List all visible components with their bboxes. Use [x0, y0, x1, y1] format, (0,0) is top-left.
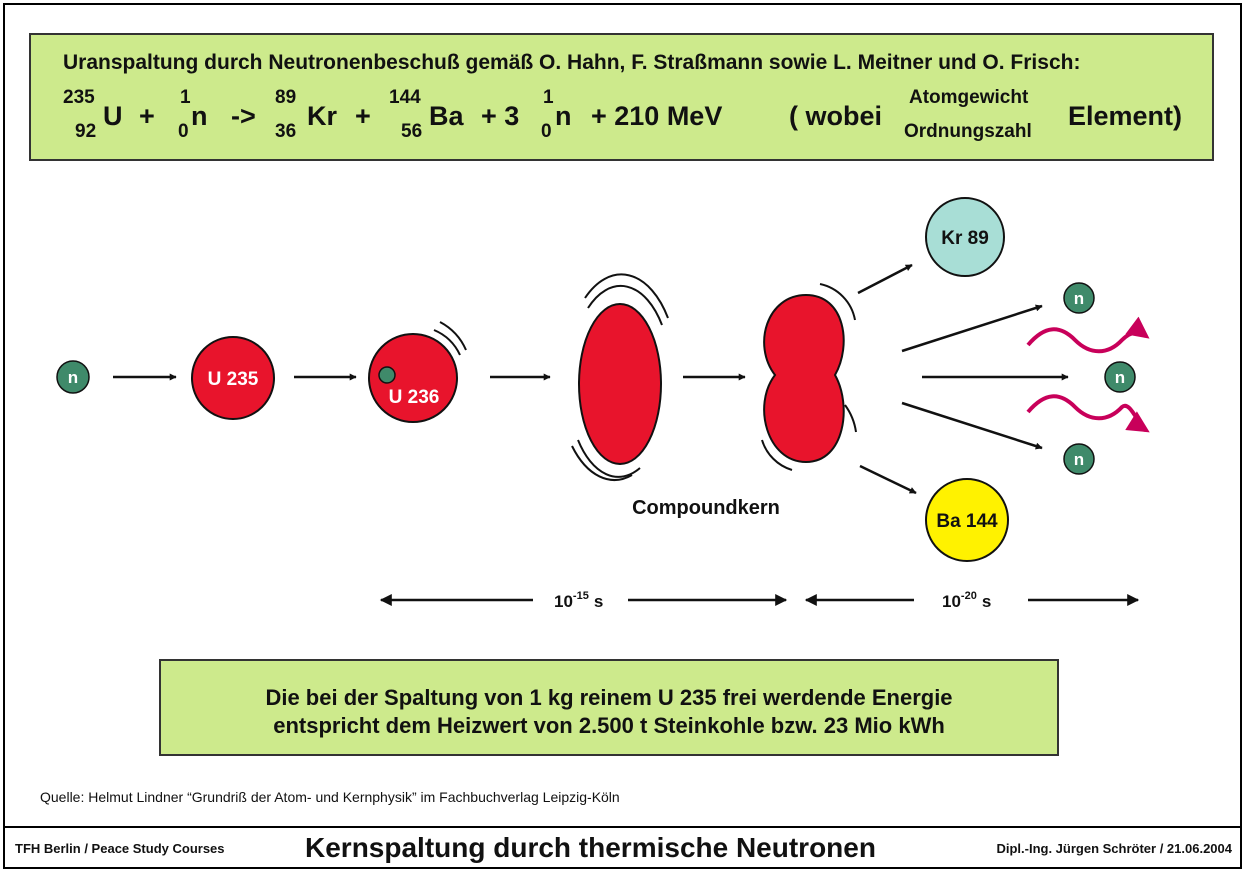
vibration-line — [433, 329, 461, 356]
barium-fragment: Ba 144 — [925, 478, 1009, 562]
krypton-label: Kr 89 — [941, 228, 989, 249]
header-box: Uranspaltung durch Neutronenbeschuß gemä… — [29, 33, 1214, 161]
kr-mass-number: 89 — [275, 87, 297, 108]
energy-info-box: Die bei der Spaltung von 1 kg reinem U 2… — [159, 659, 1059, 756]
emitted-neutron: n — [1104, 361, 1136, 393]
deformed-nucleus — [761, 283, 857, 471]
neutron-label: n — [1115, 368, 1125, 387]
energy-info-line-1: Die bei der Spaltung von 1 kg reinem U 2… — [265, 685, 953, 710]
legend-open: ( wobei — [789, 101, 882, 131]
compound-label: Compoundkern — [632, 497, 780, 519]
n-mass-number: 1 — [180, 87, 191, 108]
u236-label: U 236 — [389, 387, 440, 408]
energy-wave-icon — [1026, 394, 1150, 433]
footer: TFH Berlin / Peace Study Courses Kernspa… — [3, 826, 1242, 869]
compound-nucleus — [571, 273, 669, 481]
vibration-line — [577, 439, 641, 478]
u-symbol: U — [103, 101, 123, 131]
n-atomic-number: 0 — [178, 121, 189, 142]
plus-sign: + — [139, 101, 155, 131]
plus-sign: + — [355, 101, 371, 131]
arrow-emitted-neutron-bottom — [901, 401, 1043, 450]
kr-symbol: Kr — [307, 101, 338, 131]
energy-wave-icon — [1026, 316, 1150, 354]
arrow-to-barium — [859, 464, 917, 495]
energy-info-line-2: entspricht dem Heizwert von 2.500 t Stei… — [273, 713, 945, 738]
arrow-to-krypton — [857, 263, 913, 295]
barium-label: Ba 144 — [936, 511, 998, 532]
absorbed-neutron — [378, 366, 396, 384]
reaction-arrow: -> — [231, 101, 256, 131]
u235-label: U 235 — [208, 369, 259, 390]
n-symbol: n — [191, 101, 208, 131]
vibration-line — [761, 439, 793, 471]
vibration-line — [571, 445, 633, 481]
legend-atomic-weight: Atomgewicht — [909, 87, 1029, 108]
vibration-line — [844, 404, 857, 433]
footer-institution: TFH Berlin / Peace Study Courses — [15, 841, 225, 856]
u-mass-number: 235 — [63, 87, 95, 108]
ba-atomic-number: 56 — [401, 121, 423, 142]
emitted-neutron: n — [1063, 443, 1095, 475]
kr-atomic-number: 36 — [275, 121, 297, 142]
incoming-neutron: n — [56, 360, 90, 394]
vibration-line — [819, 283, 856, 321]
legend-ordinal-number: Ordnungszahl — [904, 121, 1032, 142]
vibration-line — [584, 273, 669, 319]
arrow-emitted-neutron-top — [901, 304, 1043, 353]
neutron-label: n — [68, 368, 78, 387]
source-citation: Quelle: Helmut Lindner “Grundriß der Ato… — [40, 789, 620, 805]
u-atomic-number: 92 — [75, 121, 97, 142]
n2-symbol: n — [555, 101, 572, 131]
legend-close: Element) — [1068, 101, 1183, 131]
footer-title: Kernspaltung durch thermische Neutronen — [305, 832, 876, 863]
n2-atomic-number: 0 — [541, 121, 552, 142]
n2-mass-number: 1 — [543, 87, 554, 108]
fission-equation: 235 92 U + 1 0 n -> 89 36 Kr + 144 56 Ba… — [31, 87, 1216, 157]
vibration-line — [439, 321, 467, 351]
ba-mass-number: 144 — [389, 87, 421, 108]
emitted-neutron: n — [1063, 282, 1095, 314]
neutron-label: n — [1074, 450, 1084, 469]
neutron-count: + 3 — [481, 101, 520, 131]
header-title: Uranspaltung durch Neutronenbeschuß gemä… — [63, 51, 1081, 74]
u236-nucleus: U 236 — [368, 321, 467, 423]
krypton-fragment: Kr 89 — [925, 197, 1005, 277]
neutron-label: n — [1074, 289, 1084, 308]
ba-symbol: Ba — [429, 101, 464, 131]
u235-nucleus: U 235 — [191, 336, 275, 420]
energy-release: + 210 MeV — [591, 101, 723, 131]
footer-author-date: Dipl.-Ing. Jürgen Schröter / 21.06.2004 — [996, 841, 1232, 856]
vibration-line — [587, 285, 663, 326]
